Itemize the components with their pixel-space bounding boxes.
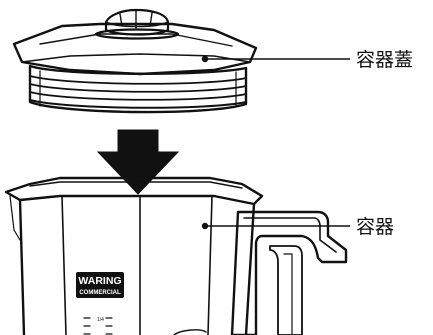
down-arrow-icon [98, 130, 178, 194]
lid-top-plate [14, 24, 256, 74]
measurement-scale: 1/4 [84, 317, 112, 334]
scale-mark-label: 1/4 [97, 317, 104, 323]
label-container: 容器 [356, 216, 394, 238]
lid [14, 10, 256, 112]
lid-gasket [30, 66, 246, 112]
container: WARING COMMERCIAL 1/4 [6, 178, 346, 335]
brand-badge: WARING COMMERCIAL [76, 272, 124, 298]
label-lid: 容器蓋 [356, 49, 413, 71]
brand-name: WARING [78, 275, 121, 287]
callout-container: 容器 [202, 216, 394, 238]
brand-subname: COMMERCIAL [79, 290, 121, 296]
